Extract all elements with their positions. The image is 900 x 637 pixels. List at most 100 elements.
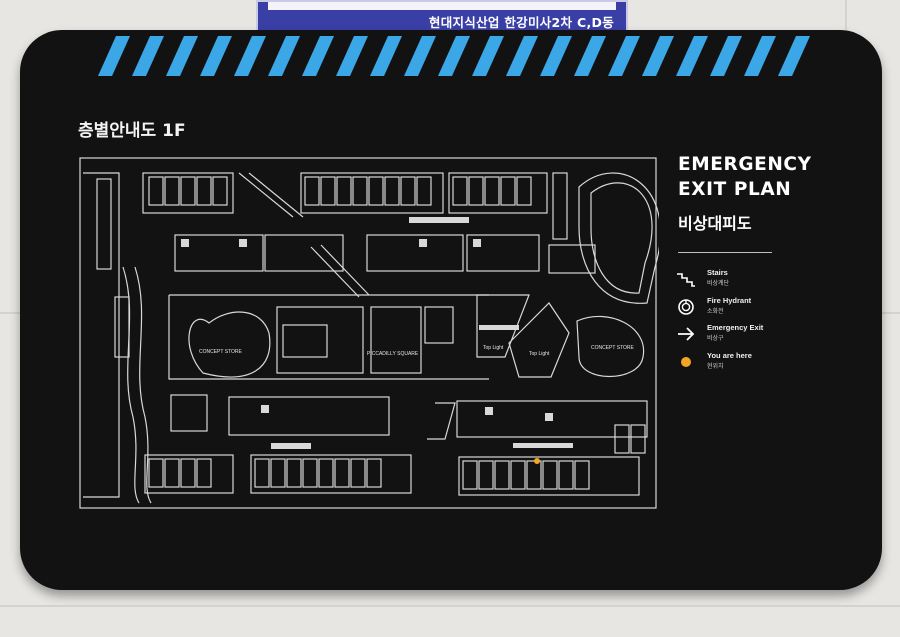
top-light-right: [508, 302, 570, 378]
stair-mark: [473, 239, 481, 247]
diagonal-corridor: [310, 244, 370, 298]
shop-unit: [212, 176, 228, 206]
hazard-stripes: [98, 36, 810, 76]
building-sign-text: 현대지식산업 한강미사2차 C,D동: [428, 15, 614, 30]
shop-unit: [526, 460, 542, 490]
you-are-here-marker: [534, 458, 540, 464]
legend-divider: [678, 252, 772, 253]
shop-unit: [164, 176, 180, 206]
legend-you-are-here-label: You are here: [707, 351, 752, 360]
shop-unit: [352, 176, 368, 206]
sign-white-strip: [268, 2, 616, 10]
bottom-shops: [250, 454, 412, 494]
shop-unit: [630, 424, 646, 454]
left-stair-block: [114, 296, 130, 358]
shop-unit: [614, 424, 630, 454]
shop-unit: [452, 176, 468, 206]
wall-tile-seam: [0, 605, 900, 607]
shop-unit: [196, 458, 212, 488]
shop-unit: [558, 460, 574, 490]
shop-unit: [478, 460, 494, 490]
upper-shops: [300, 172, 444, 214]
legend-you-are-here-label-ko: 현위치: [707, 363, 724, 370]
shop-unit: [384, 176, 400, 206]
top-light-label: Top Light: [529, 351, 550, 357]
shop-unit: [416, 176, 432, 206]
legend-item-you-are-here: You are here 현위치: [676, 351, 796, 375]
legend-title-line2: EXIT PLAN: [678, 179, 792, 200]
legend-fire-hydrant-label: Fire Hydrant: [707, 296, 752, 305]
legend-emergency-exit-label: Emergency Exit: [707, 323, 764, 332]
shop-unit: [148, 176, 164, 206]
stair-mark: [419, 239, 427, 247]
central-block: [370, 306, 422, 374]
rotunda-inner: [590, 182, 653, 294]
shop-unit: [286, 458, 302, 488]
escalator-strip: [271, 443, 311, 449]
upper-shops: [366, 234, 464, 272]
top-light-label: Top Light: [483, 345, 504, 351]
lower-shops: [170, 394, 208, 432]
legend-emergency-exit-label-ko: 비상구: [707, 335, 724, 342]
shop-unit: [318, 458, 334, 488]
floor-plan-outline: [79, 157, 657, 509]
legend-item-stairs: Stairs 비상계단: [676, 268, 796, 292]
entrance-road: [134, 266, 152, 504]
upper-shops: [174, 234, 264, 272]
stair-mark: [545, 413, 553, 421]
shop-unit: [510, 460, 526, 490]
escalator-strip: [513, 443, 573, 448]
shop-unit: [484, 176, 500, 206]
shop-unit: [574, 460, 590, 490]
shop-unit: [400, 176, 416, 206]
shop-unit: [334, 458, 350, 488]
shop-unit: [500, 176, 516, 206]
central-block: [424, 306, 454, 344]
concept-store-left: [188, 311, 271, 378]
shop-unit: [350, 458, 366, 488]
upper-shops: [548, 244, 596, 274]
shop-unit: [302, 458, 318, 488]
upper-mall-boundary: [168, 294, 489, 380]
upper-shops: [142, 172, 234, 214]
floor-plan-map: CONCEPT STORE PICCADILLY SQUARE Top Ligh…: [79, 157, 659, 509]
floor-guide-title: 층별안내도 1F: [78, 121, 186, 141]
shop-unit: [320, 176, 336, 206]
bottom-shops: [458, 456, 640, 496]
legend-title-line1: EMERGENCY: [678, 154, 812, 175]
concept-store-left-label: CONCEPT STORE: [199, 349, 243, 355]
legend-fire-hydrant-label-ko: 소화전: [707, 308, 724, 315]
shop-unit: [180, 176, 196, 206]
shop-unit: [468, 176, 484, 206]
legend-stairs-label: Stairs: [707, 268, 728, 277]
upper-shops: [448, 172, 548, 214]
floor-guide-board: 층별안내도 1F: [20, 30, 882, 590]
entrance-road: [122, 266, 140, 504]
building-sign: 현대지식산업 한강미사2차 C,D동: [256, 0, 628, 34]
shop-unit: [254, 458, 270, 488]
arrow-right-icon: [678, 327, 695, 341]
shop-unit: [516, 176, 532, 206]
top-light-left: [476, 294, 530, 358]
shop-unit: [180, 458, 196, 488]
emergency-exit-plan-korean-title: 비상대피도: [678, 214, 752, 233]
escalator-strip: [409, 217, 469, 223]
you-are-here-icon: [681, 357, 691, 367]
shaft: [552, 172, 568, 240]
stair-mark: [181, 239, 189, 247]
lower-shops: [456, 400, 648, 438]
upper-shops: [466, 234, 540, 272]
shop-unit: [148, 458, 164, 488]
bottom-shops: [144, 454, 234, 494]
diagonal-corridor: [238, 172, 304, 218]
left-corridor: [83, 172, 120, 498]
fire-hydrant-icon: [678, 299, 694, 315]
shop-unit: [462, 460, 478, 490]
lower-shops: [228, 396, 390, 436]
central-block-inner: [282, 324, 328, 358]
stair-mark: [239, 239, 247, 247]
shop-unit: [542, 460, 558, 490]
shop-unit: [164, 458, 180, 488]
shop-unit: [336, 176, 352, 206]
emergency-exit-plan-title: EMERGENCY EXIT PLAN: [678, 152, 812, 202]
